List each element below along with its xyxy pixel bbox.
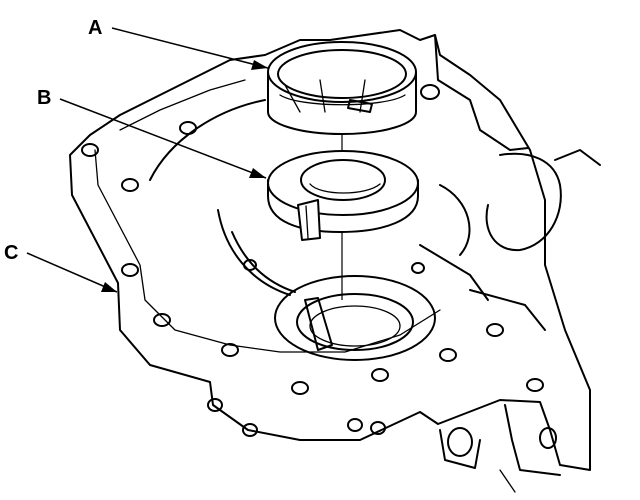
- shim-washer-part: [267, 150, 419, 241]
- leader-lines: [26, 27, 269, 293]
- callout-label-a: A: [88, 17, 102, 39]
- bearing-race-part: [267, 41, 417, 135]
- callout-label-b: B: [37, 87, 51, 109]
- case-housing-part: [69, 29, 601, 493]
- callout-label-c: C: [4, 242, 18, 264]
